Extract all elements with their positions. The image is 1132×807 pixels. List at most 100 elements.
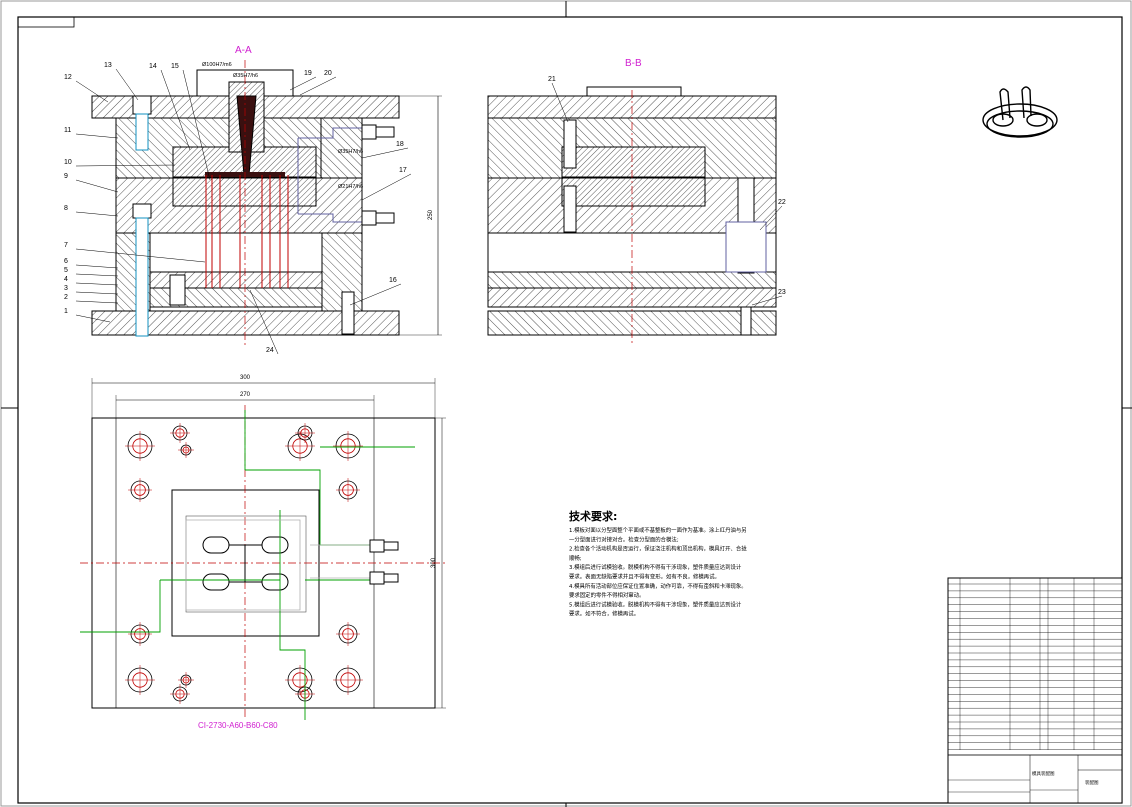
plan-view: 300 270 300 [80,375,446,730]
tech-requirement-line: 3.模组后进行试模验收。脱模机构不得有干涉现象，塑件质量应达到设计 [569,563,742,571]
product-isometric-sketch [982,86,1058,138]
leader-line [289,76,317,91]
part-number-label: 17 [399,167,407,174]
title-block-design-label: 模具装配图 [1032,770,1055,777]
hole [170,684,190,704]
leader-line [75,282,119,286]
section-bb-title: B-B [625,58,642,69]
leader-line [75,291,119,295]
fit-label: Ø21H7/h6 [338,184,363,190]
part-number-label: 24 [266,347,274,354]
part-number-label: 18 [396,141,404,148]
leader-line [299,76,337,96]
hole [125,431,155,461]
technical-requirements: 技术要求: 1.模板对面以分型面整个平面或不基整板的一面作为基准。涂上红丹油与另… [569,509,747,618]
hole [333,431,363,461]
part-number-label: 12 [64,74,72,81]
title-block-drawing-label: 装配图 [1085,779,1099,786]
hole [285,431,315,461]
part-number-label: 2 [64,294,68,301]
fit-label: Ø35H7/h6 [233,73,258,79]
sheet-inner-border [17,16,1123,804]
leader-line [361,173,412,201]
tech-requirement-line: 一分型面进行对接对合。检查分型面的合模法; [569,535,679,543]
tech-requirement-line: 要求。表面无缺陷要求并且不得有变形。如有不良，修模再试。 [569,573,720,581]
leader-line [75,179,119,193]
section-aa-view: A-A [64,45,442,355]
section-bb-view: B-B 21 22 23 [487,58,786,345]
leader-line [75,314,111,323]
part-number-label: 19 [304,70,312,77]
leader-line [361,147,409,159]
part-number-label: 8 [64,205,68,212]
part-number-label: 20 [324,70,332,77]
part-number-label: 6 [64,258,68,265]
leader-line [75,80,109,103]
leader-line [75,248,206,263]
cavity-layout [202,536,289,591]
leader-line [759,205,783,231]
guide-and-screw-holes [125,423,363,704]
part-number-label: 10 [64,159,72,166]
hole [336,478,360,502]
tech-requirement-line: 要求。如不符合，修模再试。 [569,610,639,618]
hole [170,423,190,443]
tech-requirement-line: 5.模组后进行试模验收。脱模机构不得有干涉现象，塑件质量应达到设计 [569,600,742,608]
fit-label: Ø35H7/h6 [338,149,363,155]
leader-line [75,133,119,139]
part-number-label: 11 [64,127,71,134]
hole [295,423,315,443]
part-leader-lines [551,82,783,306]
mold-base-code: CI-2730-A60-B60-C80 [198,721,278,730]
leader-line [751,295,783,306]
part-number-label: 5 [64,267,68,274]
leader-line [75,300,119,304]
tech-requirement-line: 1.模板对面以分型面整个平面或不基整板的一面作为基准。涂上红丹油与另 [569,526,747,534]
hole [128,622,152,646]
leader-line [75,211,119,217]
leader-line [349,283,402,306]
part-number-label: 13 [104,62,112,69]
leader-line [160,69,191,151]
tech-requirement-line: 要求固定的零件不得相对窜动。 [569,591,644,599]
tech-requirement-line: 4.模具所有活动部位应保证位置准确，动作可靠，不得有歪斜和卡滞现象。 [569,582,747,590]
hole [336,622,360,646]
hole [178,442,194,458]
section-aa-title: A-A [235,45,252,56]
width-outer-dimension: 300 [240,375,251,381]
part-number-label: 22 [778,199,786,206]
top-left-corner-box [17,16,75,28]
part-number-label: 14 [149,63,157,70]
leader-line [75,273,119,277]
part-number-label: 23 [778,289,786,296]
tech-title: 技术要求: [569,509,617,523]
leader-line [75,164,176,167]
parts-list-title-block: 模具装配图 装配图 [947,577,1123,804]
leader-line [551,82,569,123]
width-inner-dimension: 270 [240,392,251,398]
part-number-label: 7 [64,242,68,249]
part-number-label: 9 [64,173,68,180]
tech-requirement-line: 顺畅; [569,554,582,562]
fit-label: Ø100H7/m6 [202,62,232,68]
part-number-label: 3 [64,285,68,292]
part-number-label: 1 [64,308,68,315]
part-numbers: 21 22 23 [548,76,786,296]
part-number-label: 4 [64,276,68,283]
leader-line [249,289,279,355]
leader-line [115,68,139,101]
hole [333,665,363,695]
part-leader-lines [75,68,412,355]
part-number-label: 16 [389,277,397,284]
hole [178,672,194,688]
hole [125,665,155,695]
height-dimension: 250 [428,209,434,220]
leader-line [75,264,119,269]
leader-line [182,69,211,181]
part-number-label: 21 [548,76,556,83]
part-number-label: 15 [171,63,179,70]
hole [285,665,315,695]
tech-requirement-line: 2.检查各个活动机构是否运行，保证浇注机构和顶出机构，模具打开、合拢 [569,545,747,553]
